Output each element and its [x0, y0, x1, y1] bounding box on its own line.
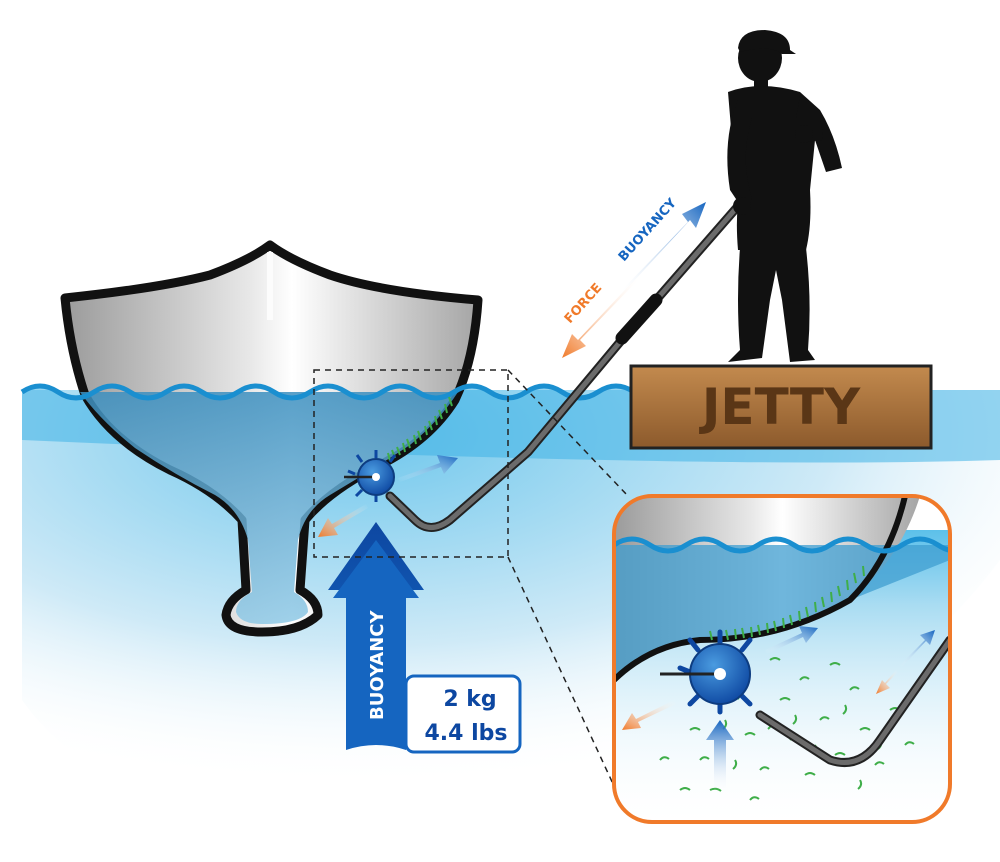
inset-pole-buoyancy-arrow — [900, 630, 935, 667]
pole-force-arrow: FORCE — [562, 276, 640, 358]
inset-thrust-arrow — [765, 626, 818, 654]
inset-algae-on-hull — [709, 565, 865, 641]
inset-cleaner-head-icon — [660, 629, 753, 715]
head-thrust-arrow — [398, 455, 458, 482]
algae-growth — [387, 396, 453, 462]
jetty-block: JETTY — [629, 364, 933, 450]
cleaner-head-icon — [344, 450, 397, 502]
person-silhouette-icon — [727, 30, 842, 362]
buoyancy-label: BUOYANCY — [367, 609, 388, 720]
inset-border — [612, 494, 952, 824]
boat-hull-icon — [60, 240, 483, 637]
head-force-arrow — [318, 504, 368, 537]
pole-buoyancy-label: BUOYANCY — [616, 195, 680, 264]
water-surface-wave — [20, 383, 636, 401]
inset-force-arrow — [622, 700, 676, 730]
weight-kg-label: 2 kg — [443, 687, 496, 712]
pole-buoyancy-arrow: BUOYANCY — [616, 195, 706, 294]
buoyancy-arrow: BUOYANCY — [328, 522, 424, 750]
weight-lbs-label: 4.4 lbs — [424, 721, 507, 746]
jetty-label: JETTY — [699, 378, 861, 436]
weight-box: 2 kg 4.4 lbs — [404, 674, 522, 754]
inset-buoyancy-arrow — [706, 720, 734, 792]
cleaning-pole — [385, 130, 805, 532]
zoom-indicator — [313, 369, 629, 787]
inset-detail — [612, 494, 952, 824]
inset-pole-force-arrow — [876, 670, 898, 694]
